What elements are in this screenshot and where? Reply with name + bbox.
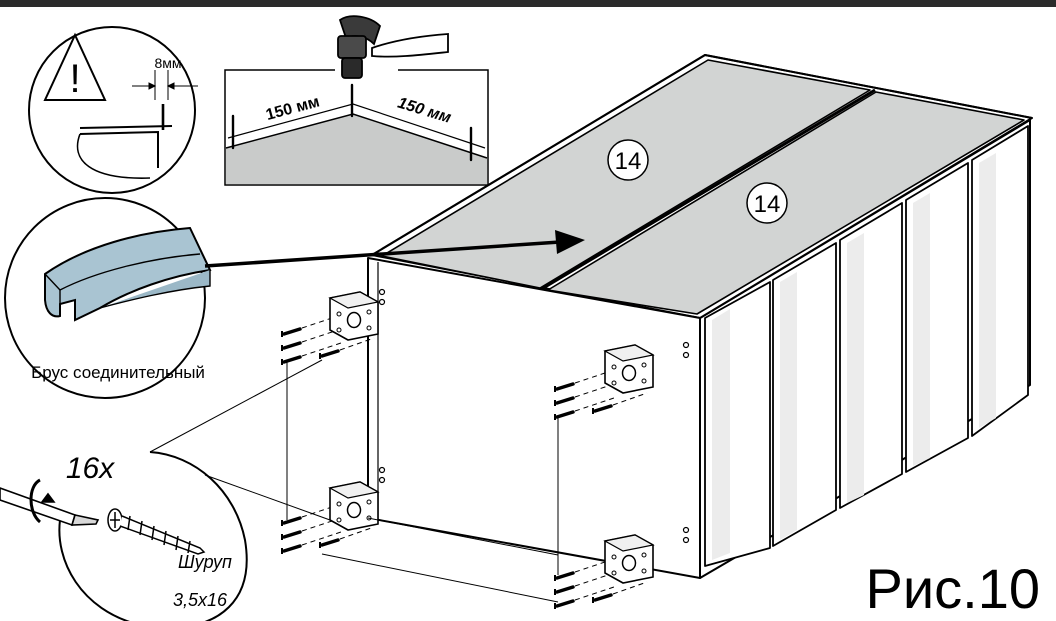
part-number-right: 14	[754, 191, 781, 218]
panel-joint-line	[539, 88, 876, 292]
nailing-detail-panel	[226, 114, 487, 184]
part-number-left: 14	[615, 148, 642, 175]
gap-label: 8мм	[154, 55, 181, 71]
cabinet-assembly	[367, 54, 1033, 579]
callout-arrow	[204, 230, 585, 268]
screw-callout: 16x Шуруп 3,5x16	[0, 359, 331, 621]
bracket-bottom-left	[282, 481, 379, 554]
screw-icon	[107, 508, 206, 555]
part-label-left: 14	[607, 139, 649, 181]
connector-caption: Брус соединительный	[31, 363, 205, 382]
warning-callout: ! 8мм	[28, 26, 198, 194]
connector-profile-icon	[44, 226, 212, 322]
bracket-top-left	[282, 291, 379, 365]
pilot-holes	[378, 288, 690, 544]
back-ridge	[371, 54, 1033, 256]
figure-label: Рис.10	[866, 557, 1040, 620]
cabinet-front-panel	[367, 257, 701, 579]
top-border	[0, 0, 1056, 7]
screw-quantity: 16x	[66, 452, 115, 485]
screw-size: 3,5x16	[173, 590, 228, 610]
screw-name: Шуруп	[178, 552, 232, 572]
edge-detail	[76, 70, 198, 179]
part-label-right: 14	[746, 182, 788, 224]
slat-shadows	[712, 153, 996, 560]
alignment-lines	[286, 362, 559, 603]
screwdriver-icon	[0, 478, 100, 527]
warning-triangle-icon	[43, 32, 107, 101]
hammer-icon	[337, 15, 449, 79]
exclamation-icon: !	[69, 57, 80, 101]
nailing-detail: 150 мм 150 мм	[224, 15, 489, 186]
connector-callout: Брус соединительный	[4, 197, 212, 399]
